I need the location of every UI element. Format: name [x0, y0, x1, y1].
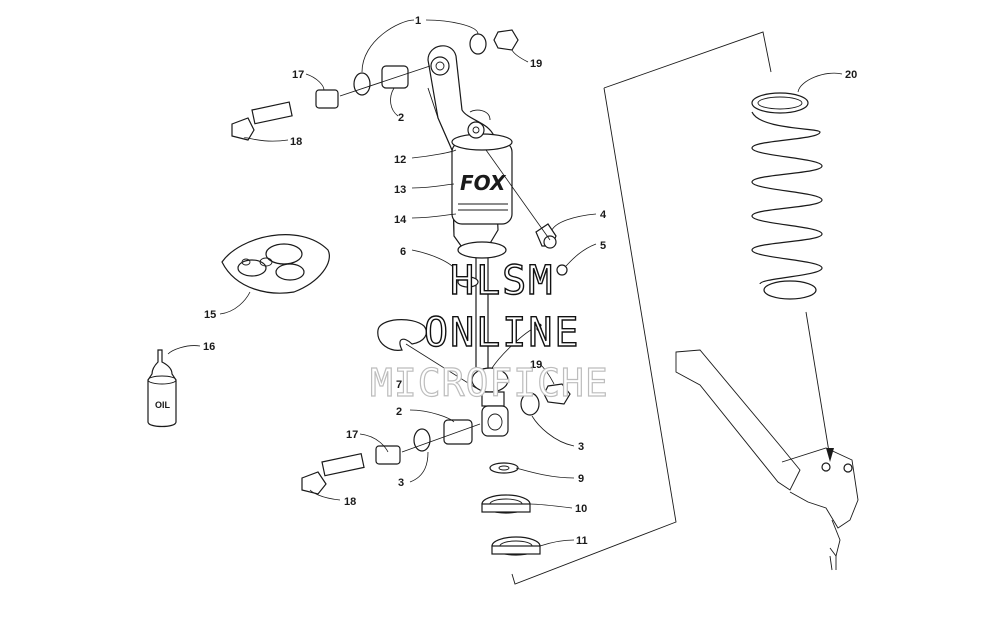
oil-bottle: OIL [147, 349, 177, 428]
watermark-line-1: HLSM [450, 258, 554, 304]
callout-8: 8 [536, 322, 542, 334]
preload-nuts [481, 462, 541, 556]
callout-19-upper: 19 [530, 58, 542, 70]
shock-shaft [457, 241, 509, 437]
a-arm [675, 349, 859, 571]
reservoir: FOX [451, 121, 513, 225]
callout-1: 1 [415, 15, 421, 27]
callout-12: 12 [394, 154, 406, 166]
fox-logo: FOX [460, 171, 507, 195]
spring-direction-arrow [805, 311, 831, 459]
upper-hardware [231, 29, 519, 141]
spring-direction-arrowhead [826, 448, 834, 462]
callout-18-lower: 18 [344, 496, 356, 508]
callout-17-upper: 17 [292, 69, 304, 81]
callout-18-upper: 18 [290, 136, 302, 148]
lower-hardware [301, 383, 571, 495]
spring-retainer-clip [377, 319, 427, 351]
callout-6: 6 [400, 246, 406, 258]
spring-frame-outline [603, 31, 772, 89]
spring-frame-outline-lower [511, 87, 677, 585]
watermark-line-3: MICROFICHE [370, 361, 609, 405]
watermark: HLSM ONLINE MICROFICHE [369, 257, 609, 405]
callout-11: 11 [576, 535, 588, 547]
callout-labels: 1 19 17 2 18 12 13 14 6 4 5 15 16 8 7 19… [203, 15, 857, 547]
callout-3-lower-right: 3 [578, 441, 584, 453]
callout-14: 14 [394, 214, 407, 226]
callout-7: 7 [396, 379, 402, 391]
callout-16: 16 [203, 341, 215, 353]
callout-9: 9 [578, 473, 584, 485]
callout-2-upper: 2 [398, 112, 404, 124]
callout-2-lower: 2 [396, 406, 402, 418]
callout-20: 20 [845, 69, 857, 81]
callout-10: 10 [575, 503, 587, 515]
bottle-label: OIL [155, 400, 171, 410]
seal-kit [221, 234, 330, 294]
callout-5: 5 [600, 240, 606, 252]
callout-19-lower: 19 [530, 359, 542, 371]
callout-17-lower: 17 [346, 429, 358, 441]
callout-13: 13 [394, 184, 406, 196]
callout-15: 15 [204, 309, 216, 321]
callout-4: 4 [600, 209, 607, 221]
callout-3-lower-left: 3 [398, 477, 404, 489]
watermark-line-2: ONLINE [424, 310, 581, 356]
callout-leaders [167, 19, 843, 547]
coil-spring [751, 92, 823, 300]
